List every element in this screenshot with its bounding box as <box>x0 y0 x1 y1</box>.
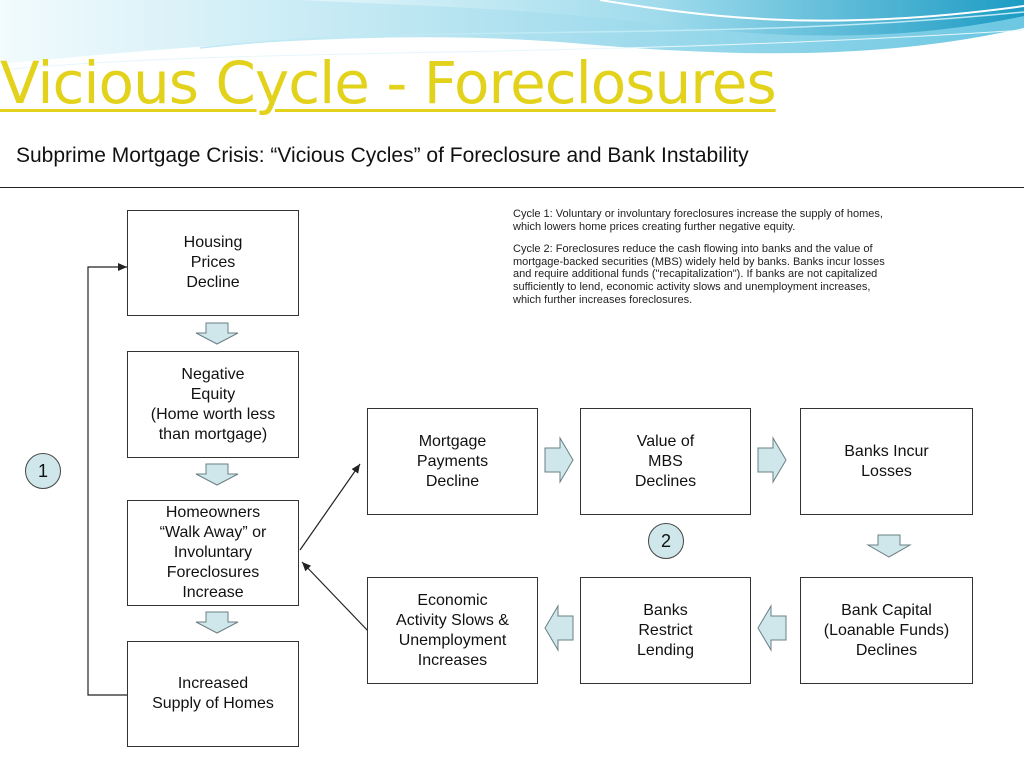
left-block-arrow <box>757 604 787 652</box>
node-banks-incur-losses: Banks Incur Losses <box>800 408 973 515</box>
slide-title: Vicious Cycle - Foreclosures <box>0 49 777 117</box>
down-block-arrow <box>195 611 239 634</box>
node-negative-equity: Negative Equity (Home worth less than mo… <box>127 351 299 458</box>
divider-line <box>0 187 1024 188</box>
cycle-legend: Cycle 1: Voluntary or involuntary forecl… <box>513 208 1003 316</box>
legend-cycle-2: Cycle 2: Foreclosures reduce the cash fl… <box>513 243 885 306</box>
down-block-arrow <box>866 534 912 558</box>
node-mortgage-payments-decline: Mortgage Payments Decline <box>367 408 538 515</box>
node-increased-supply-of-homes: Increased Supply of Homes <box>127 641 299 747</box>
left-block-arrow <box>544 604 574 652</box>
node-bank-capital-declines: Bank Capital (Loanable Funds) Declines <box>800 577 973 684</box>
economic-to-walk-away-connector <box>301 561 370 633</box>
walk-away-to-mortgage-connector <box>299 463 361 551</box>
right-block-arrow <box>757 436 787 484</box>
node-banks-restrict-lending: Banks Restrict Lending <box>580 577 751 684</box>
right-block-arrow <box>544 436 574 484</box>
node-economic-activity-slows: Economic Activity Slows & Unemployment I… <box>367 577 538 684</box>
cycle-2-label: 2 <box>648 523 684 559</box>
cycle-1-label: 1 <box>25 453 61 489</box>
diagram-subtitle: Subprime Mortgage Crisis: “Vicious Cycle… <box>16 144 749 167</box>
header-wave-banner <box>0 0 1024 71</box>
cycle1-loop-connector <box>87 263 127 696</box>
legend-cycle-1: Cycle 1: Voluntary or involuntary forecl… <box>513 208 883 233</box>
node-housing-prices-decline: Housing Prices Decline <box>127 210 299 316</box>
down-block-arrow <box>195 322 239 345</box>
node-value-of-mbs-declines: Value of MBS Declines <box>580 408 751 515</box>
node-homeowners-walk-away: Homeowners “Walk Away” or Involuntary Fo… <box>127 500 299 606</box>
down-block-arrow <box>195 463 239 486</box>
